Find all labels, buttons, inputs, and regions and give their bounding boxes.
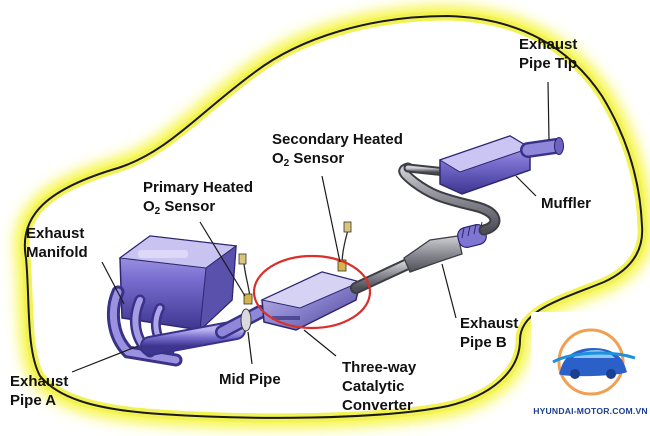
label-line: Manifold	[26, 243, 88, 262]
label-line: O2 Sensor	[143, 197, 253, 221]
label-line: Exhaust	[26, 224, 88, 243]
label-line: Converter	[342, 396, 416, 415]
label-line: Pipe B	[460, 333, 518, 352]
label-line: Primary Heated	[143, 178, 253, 197]
label-line: Three-way	[342, 358, 416, 377]
label-exhaust-pipe-tip: Exhaust Pipe Tip	[519, 35, 577, 73]
label-exhaust-pipe-a: Exhaust Pipe A	[10, 372, 68, 410]
car-logo-icon	[531, 312, 650, 404]
label-muffler: Muffler	[541, 194, 591, 213]
label-sensor-word: Sensor	[289, 150, 344, 167]
label-line: Exhaust	[519, 35, 577, 54]
label-line: Exhaust	[460, 314, 518, 333]
label-sensor-word: Sensor	[160, 198, 215, 215]
label-o: O	[143, 198, 155, 215]
label-line: O2 Sensor	[272, 149, 403, 173]
label-line: Catalytic	[342, 377, 416, 396]
label-secondary-heated-o2-sensor: Secondary Heated O2 Sensor	[272, 130, 403, 173]
label-line: Pipe Tip	[519, 54, 577, 73]
label-line: Secondary Heated	[272, 130, 403, 149]
label-mid-pipe: Mid Pipe	[219, 370, 281, 389]
label-line: Muffler	[541, 194, 591, 213]
label-o: O	[272, 150, 284, 167]
label-line: Exhaust	[10, 372, 68, 391]
watermark-logo: HYUNDAI-MOTOR.COM.VN	[531, 312, 650, 436]
label-three-way-catalytic-converter: Three-way Catalytic Converter	[342, 358, 416, 415]
label-line: Mid Pipe	[219, 370, 281, 389]
label-exhaust-pipe-b: Exhaust Pipe B	[460, 314, 518, 352]
label-exhaust-manifold: Exhaust Manifold	[26, 224, 88, 262]
watermark-text: HYUNDAI-MOTOR.COM.VN	[531, 406, 650, 416]
label-line: Pipe A	[10, 391, 68, 410]
label-primary-heated-o2-sensor: Primary Heated O2 Sensor	[143, 178, 253, 221]
